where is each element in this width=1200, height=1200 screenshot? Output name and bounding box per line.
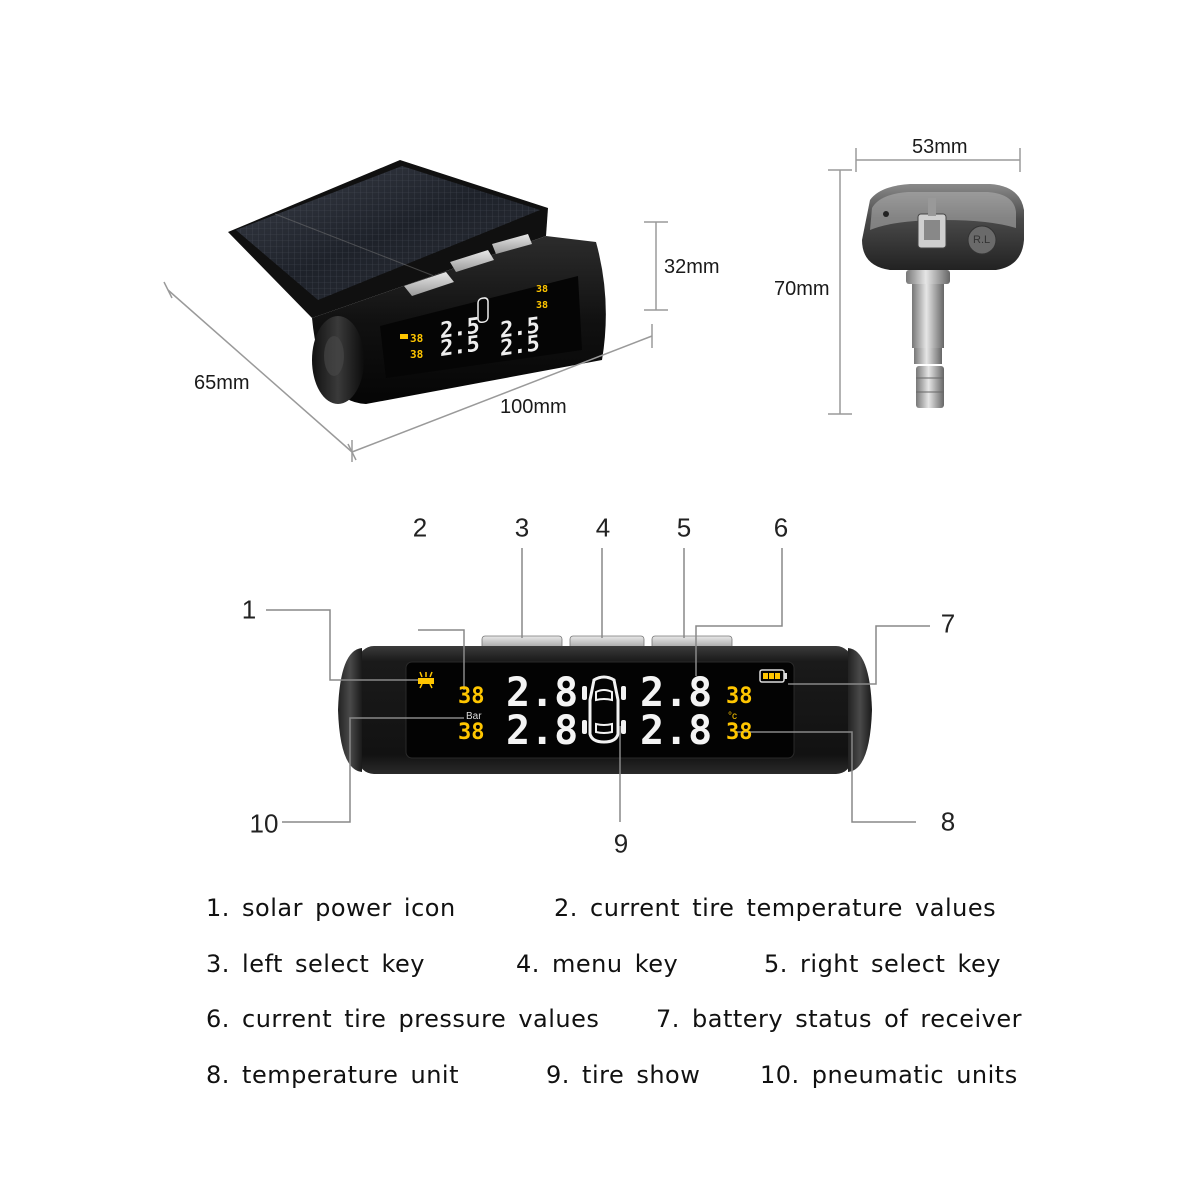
lcd-pressure-front-left: 2.8 xyxy=(506,670,579,716)
lcd-temp-rear-right: 38 xyxy=(726,720,753,745)
receiver-front xyxy=(338,635,872,774)
sensor-width-label: 53mm xyxy=(912,136,968,158)
svg-text:2.5: 2.5 xyxy=(500,312,540,343)
callout-4: 4 xyxy=(595,512,611,543)
svg-text:2.5: 2.5 xyxy=(500,330,540,361)
svg-text:38: 38 xyxy=(410,348,423,361)
legend-item-2: 2. current tire temperature values xyxy=(554,894,997,922)
callout-3: 3 xyxy=(514,512,530,543)
lcd-pressure-front-right: 2.8 xyxy=(640,670,713,716)
battery-icon xyxy=(759,669,787,683)
callout-5: 5 xyxy=(676,512,692,543)
callout-leader-lines xyxy=(266,548,930,823)
receiver-perspective: 38 38 2.5 2.5 2.5 2.5 38 38 xyxy=(228,160,606,404)
callout-7: 7 xyxy=(940,608,956,639)
callout-9: 9 xyxy=(613,828,629,859)
svg-text:38: 38 xyxy=(410,332,423,345)
lcd-temp-rear-left: 38 xyxy=(458,720,485,745)
svg-text:2.5: 2.5 xyxy=(440,313,480,344)
dimension-lines-sensor xyxy=(828,148,1021,415)
legend-item-3: 3. left select key xyxy=(206,950,425,978)
callout-1: 1 xyxy=(241,594,257,625)
legend-item-4: 4. menu key xyxy=(516,950,679,978)
legend-item-1: 1. solar power icon xyxy=(206,894,456,922)
legend-item-5: 5. right select key xyxy=(764,950,1001,978)
sensor-position-label: R.L xyxy=(973,234,991,246)
legend-item-7: 7. battery status of receiver xyxy=(656,1005,1022,1033)
width-dimension-label: 100mm xyxy=(500,396,567,418)
legend-item-9: 9. tire show xyxy=(546,1061,701,1089)
svg-text:2.5: 2.5 xyxy=(440,331,480,362)
height-dimension-label: 32mm xyxy=(664,256,720,278)
lcd-pressure-unit: Bar xyxy=(466,711,482,722)
callout-6: 6 xyxy=(773,512,789,543)
lcd-pressure-rear-right: 2.8 xyxy=(640,708,713,754)
svg-text:38: 38 xyxy=(536,284,548,295)
callout-8: 8 xyxy=(940,806,956,837)
lcd-temp-front-left: 38 xyxy=(458,684,485,709)
svg-text:38: 38 xyxy=(536,300,548,311)
car-tire-icon xyxy=(582,675,626,744)
depth-dimension-label: 65mm xyxy=(194,372,250,394)
lcd-pressure-rear-left: 2.8 xyxy=(506,708,579,754)
lcd-temp-front-right: 38 xyxy=(726,684,753,709)
lcd-temp-unit: °c xyxy=(728,711,737,722)
callout-10: 10 xyxy=(249,808,279,839)
dimension-lines-receiver xyxy=(163,221,668,462)
legend-item-6: 6. current tire pressure values xyxy=(206,1005,600,1033)
callout-2: 2 xyxy=(412,512,428,543)
sensor-height-label: 70mm xyxy=(774,278,830,300)
legend-item-8: 8. temperature unit xyxy=(206,1061,460,1089)
solar-power-icon xyxy=(418,671,434,689)
legend-item-10: 10. pneumatic units xyxy=(760,1061,1018,1089)
tire-sensor xyxy=(862,184,1024,408)
